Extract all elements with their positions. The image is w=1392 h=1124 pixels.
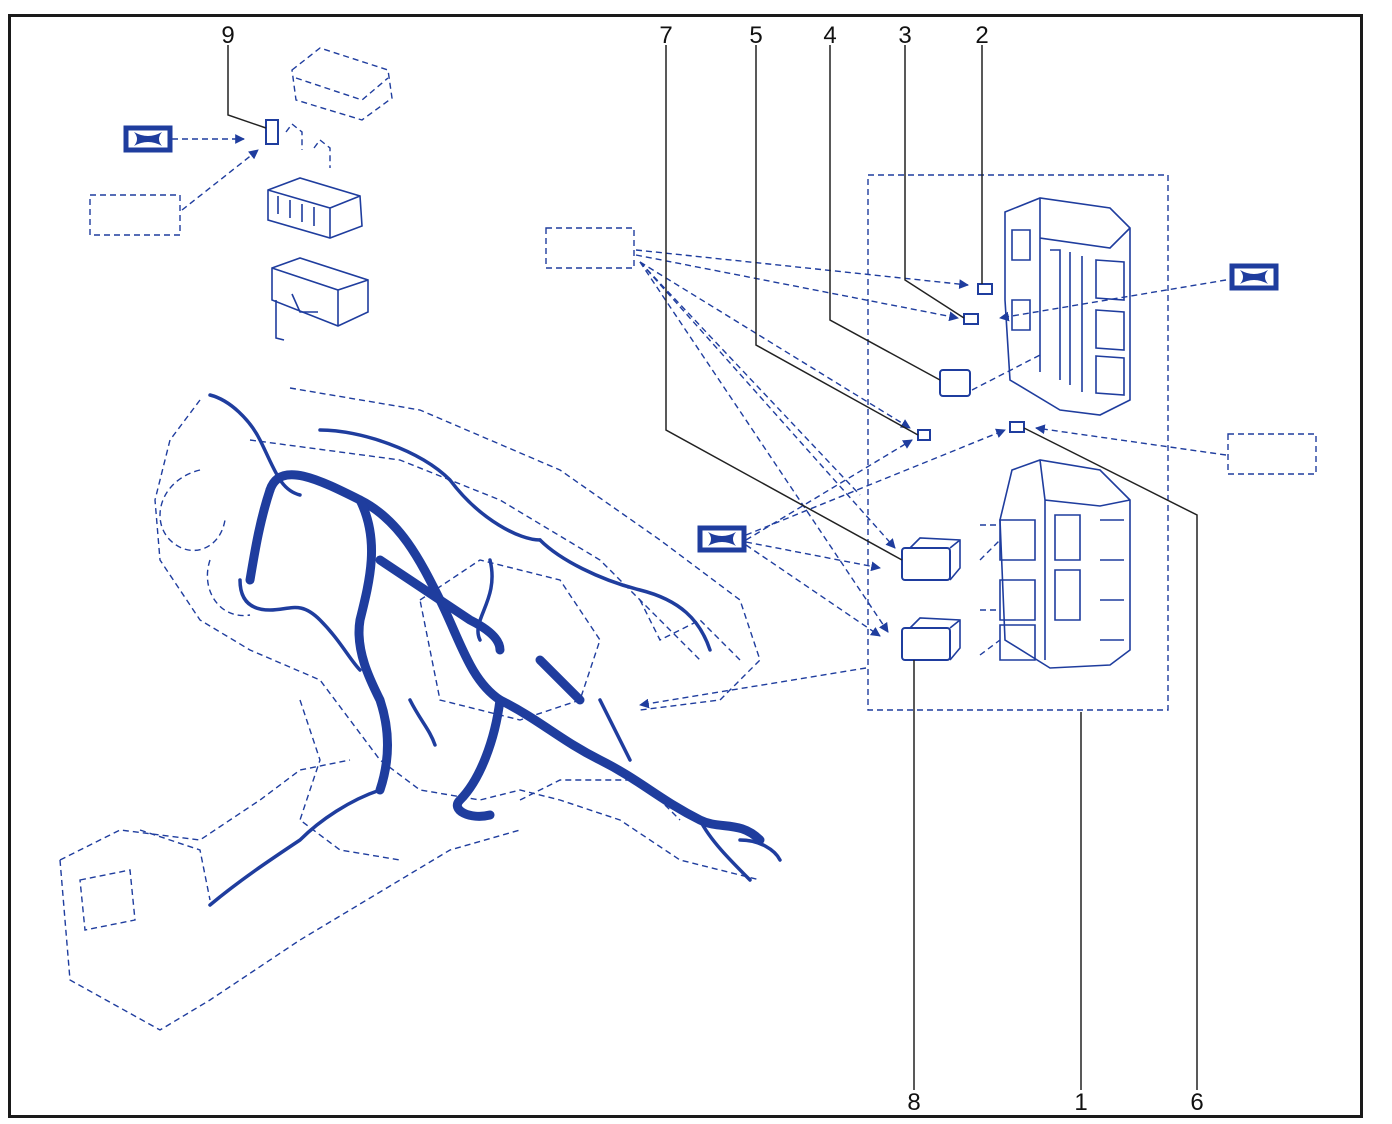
callout-1: 1: [1074, 1089, 1087, 1116]
part-7-relay: [901, 537, 961, 581]
callout-4: 4: [823, 22, 836, 49]
diagram-frame: [8, 14, 1363, 1118]
relay-box-detail-outline: [867, 174, 1169, 711]
callout-7: 7: [659, 22, 672, 49]
main-wiring-harness: [208, 393, 782, 907]
callout-numbers: 9 7 5 4 3 2 8 1 6: [221, 22, 1203, 1116]
fuse-relay-block-upper: [1004, 197, 1131, 416]
part-9-connector: [265, 119, 279, 145]
ref-symbol-middle: [697, 525, 747, 553]
ref-symbol-left: [123, 125, 173, 153]
callout-9: 9: [221, 22, 234, 49]
instrument-panel-outline: [59, 387, 761, 1031]
leader-lines: [227, 45, 1198, 1090]
empty-label-box-center: [545, 227, 635, 269]
ref-symbol-right: [1229, 263, 1279, 291]
empty-label-box-left: [89, 194, 181, 236]
callout-6: 6: [1190, 1089, 1203, 1116]
part-2: [977, 283, 993, 295]
part-4-fuse-holder: [939, 369, 971, 397]
part-5: [917, 429, 931, 441]
fuse-relay-block-lower: [979, 459, 1131, 669]
part-3: [963, 313, 979, 325]
empty-label-box-right: [1227, 433, 1317, 475]
callout-3: 3: [898, 22, 911, 49]
part-8-relay: [901, 617, 961, 661]
arrows-from-center-box: [635, 249, 1227, 709]
callout-2: 2: [975, 22, 988, 49]
part-6: [1009, 421, 1025, 433]
upper-junction-block-group: [265, 47, 393, 341]
callout-8: 8: [907, 1089, 920, 1116]
callout-5: 5: [749, 22, 762, 49]
